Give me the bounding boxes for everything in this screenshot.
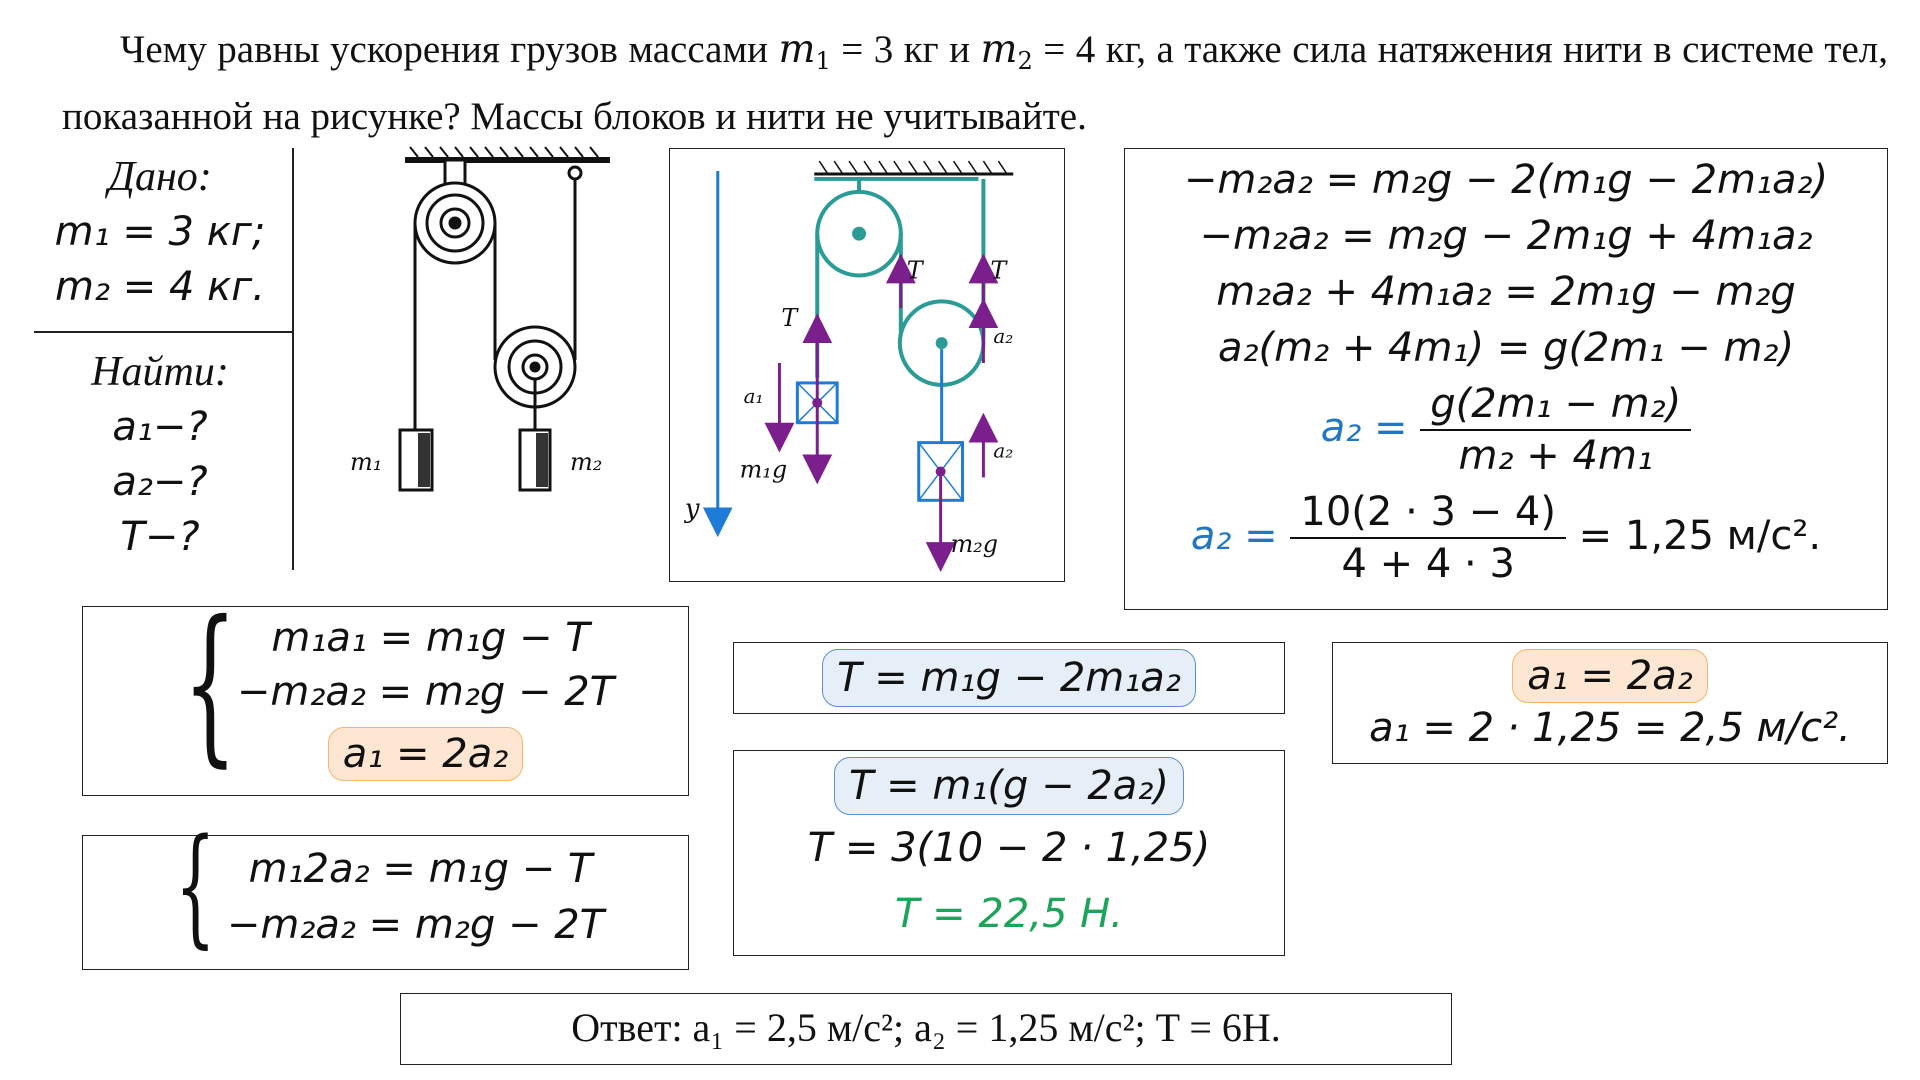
tension-result: T = 22,5 Н. <box>895 891 1123 937</box>
tension-formula-box: T = m₁g − 2m₁a₂ <box>733 642 1285 714</box>
given-m1: m₁ = 3 кг; <box>54 209 266 255</box>
tension-factored: T = m₁(g − 2a₂) <box>734 757 1284 815</box>
force-diagram: y T T T a₁ <box>669 148 1065 582</box>
a1-relation: a₁ = 2a₂ <box>1333 649 1887 703</box>
tension-calculation-box: T = m₁(g − 2a₂) T = 3(10 − 2 · 1,25) T =… <box>733 750 1285 956</box>
label-m1g: m₁g <box>740 455 787 483</box>
label-T-middle: T <box>907 256 925 284</box>
solution-line-2: −m₂a₂ = m₂g − 2m₁g + 4m₁a₂ <box>1199 213 1813 259</box>
system-1-line-3: a₁ = 2a₂ <box>193 727 658 781</box>
problem-m2-value: = 4 кг, а также сила натяжения нити в си… <box>62 28 1888 138</box>
label-a2-lower: a₂ <box>993 440 1013 463</box>
solution-fraction-numeric: a₂ = 10(2 · 3 − 4)4 + 4 · 3 = 1,25 м/с². <box>1190 489 1822 587</box>
find-a2: a₂−? <box>112 459 208 505</box>
axis-y-label: y <box>684 494 700 524</box>
find-block: Найти: a₁−? a₂−? T−? <box>30 345 290 565</box>
given-block: Дано: m₁ = 3 кг; m₂ = 4 кг. <box>30 150 290 315</box>
system-1-brace: { <box>183 585 238 783</box>
problem-m1-value: = 3 кг и <box>830 28 981 71</box>
given-header: Дано: <box>108 154 212 200</box>
system-2-line-2: −m₂a₂ = m₂g − 2T <box>226 902 605 948</box>
given-m2: m₂ = 4 кг. <box>55 264 265 310</box>
find-T: T−? <box>120 514 200 560</box>
problem-m2: m2 <box>980 27 1033 75</box>
a1-calculation: a₁ = 2 · 1,25 = 2,5 м/с². <box>1369 705 1851 751</box>
label-a2-upper: a₂ <box>993 325 1013 348</box>
solution-fraction-symbolic: a₂ = g(2m₁ − m₂)m₂ + 4m₁ <box>1125 381 1887 479</box>
label-m2g: m₂g <box>951 530 998 558</box>
problem-m1: m1 <box>778 27 831 75</box>
accel-a1-box: a₁ = 2a₂ a₁ = 2 · 1,25 = 2,5 м/с². <box>1332 642 1888 764</box>
system-2-brace: { <box>175 812 216 961</box>
problem-statement: Чему равны ускорения грузов массами m1 =… <box>62 22 1888 145</box>
find-header: Найти: <box>91 349 229 395</box>
system-2-line-1: m₁2a₂ = m₁g − T <box>248 846 593 892</box>
answer-box: Ответ: a₁ = 2,5 м/с²; a₂ = 1,25 м/с²; T … <box>400 993 1452 1065</box>
label-T-right: T <box>990 256 1008 284</box>
drawing-label-m2: m₂ <box>570 448 602 476</box>
given-divider <box>34 331 292 333</box>
equation-system-1: { m₁a₁ = m₁g − T −m₂a₂ = m₂g − 2T a₁ = 2… <box>82 585 689 796</box>
tension-formula: T = m₁g − 2m₁a₂ <box>734 649 1284 707</box>
pulley-system-drawing: m₁ m₂ <box>350 146 610 492</box>
solution-line-1: −m₂a₂ = m₂g − 2(m₁g − 2m₁a₂) <box>1183 157 1829 203</box>
system-1-line-2: −m₂a₂ = m₂g − 2T <box>236 669 615 715</box>
tension-substitution: T = 3(10 − 2 · 1,25) <box>807 825 1211 871</box>
equation-system-2: { m₁2a₂ = m₁g − T −m₂a₂ = m₂g − 2T <box>82 812 689 970</box>
label-T-left: T <box>781 304 799 332</box>
answer-text: Ответ: a₁ = 2,5 м/с²; a₂ = 1,25 м/с²; T … <box>571 1005 1281 1050</box>
drawing-label-m1: m₁ <box>350 448 382 476</box>
solution-box: −m₂a₂ = m₂g − 2(m₁g − 2m₁a₂) −m₂a₂ = m₂g… <box>1124 148 1888 610</box>
system-1-line-1: m₁a₁ = m₁g − T <box>271 615 590 661</box>
solution-result: = 1,25 м/с². <box>1578 513 1822 559</box>
label-a1: a₁ <box>744 385 764 408</box>
given-vertical-divider <box>292 148 294 570</box>
solution-line-3: m₂a₂ + 4m₁a₂ = 2m₁g − m₂g <box>1216 269 1796 315</box>
problem-text-a: Чему равны ускорения грузов массами <box>120 28 779 71</box>
solution-line-4: a₂(m₂ + 4m₁) = g(2m₁ − m₂) <box>1217 325 1795 371</box>
find-a1: a₁−? <box>112 404 208 450</box>
